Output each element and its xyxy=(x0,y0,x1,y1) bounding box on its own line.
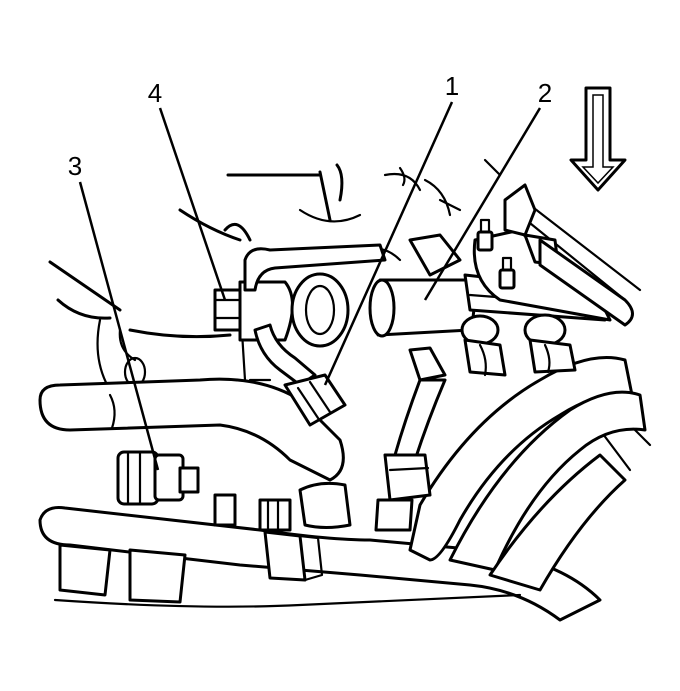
lower-hose-bundle xyxy=(38,377,602,622)
callout-3: 3 xyxy=(68,151,82,181)
right-hose-bundle xyxy=(374,313,647,592)
leader-line-3 xyxy=(78,181,160,471)
leader-line-2 xyxy=(423,107,542,301)
fitting-4-assembly xyxy=(213,243,387,427)
leader-line-4 xyxy=(158,107,227,301)
callout-1: 1 xyxy=(445,71,459,101)
down-arrow-icon xyxy=(569,86,627,192)
callout-leaders xyxy=(78,101,542,471)
bracket-studs xyxy=(472,183,634,327)
callout-2: 2 xyxy=(538,78,552,108)
leader-line-1 xyxy=(323,101,454,386)
callout-4: 4 xyxy=(148,78,162,108)
callout-labels: 1 2 3 4 xyxy=(68,71,552,181)
